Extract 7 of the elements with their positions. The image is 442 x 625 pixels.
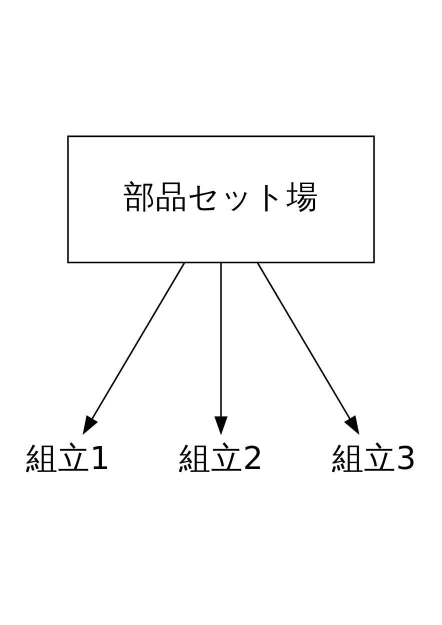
arrow bbox=[82, 262, 186, 434]
node-text: 組立3 bbox=[332, 440, 416, 477]
arrow bbox=[256, 262, 360, 434]
node-text: 組立1 bbox=[26, 440, 110, 477]
node-box: 部品セット場 bbox=[67, 135, 375, 263]
arrow bbox=[214, 262, 228, 435]
node-text: 組立2 bbox=[178, 440, 264, 477]
